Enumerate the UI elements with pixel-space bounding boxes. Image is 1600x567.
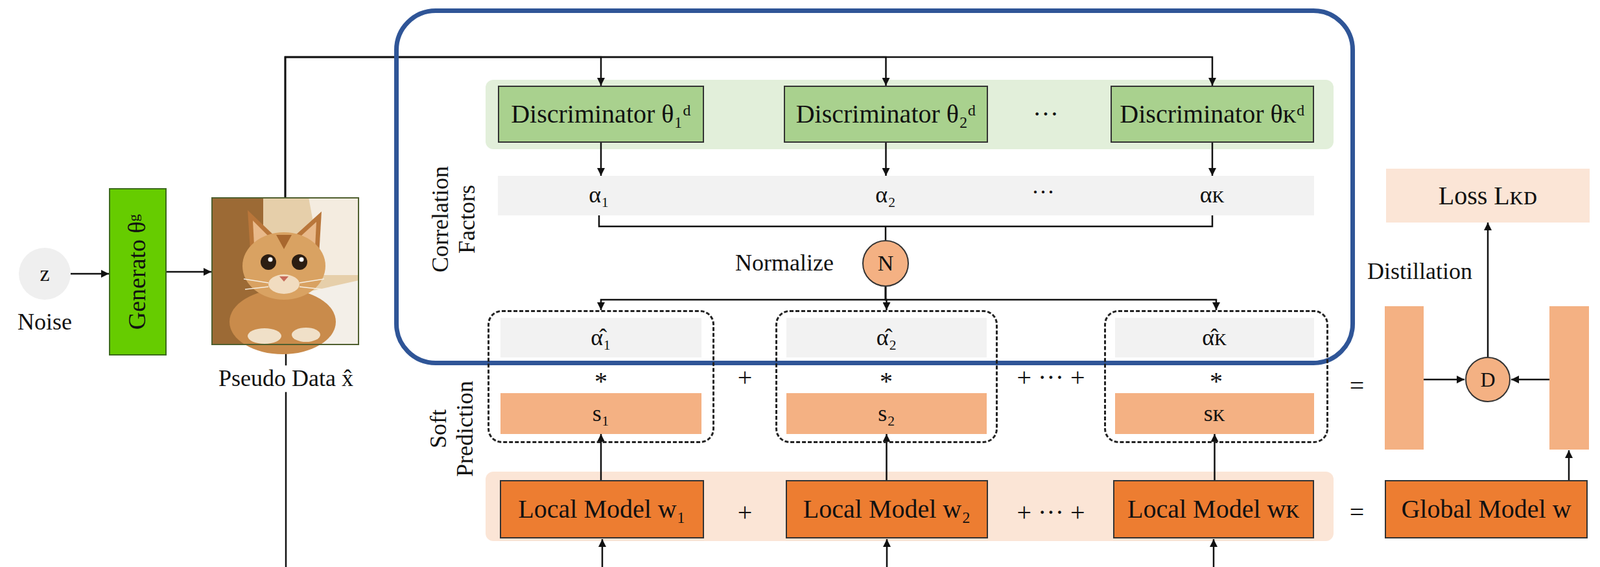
node-text: * [879,366,893,397]
normalized-factor-bar: α̂₂ [786,317,987,358]
node-text: Global Model w [1400,494,1571,524]
connector [1213,433,1216,480]
cat-eye [268,257,273,262]
annotation: Distillation [1367,258,1473,285]
discriminator-box: Discriminator θ₁ᵈ [497,85,705,143]
generator-box: Generato θᵍ [108,188,167,356]
cat-paw [247,328,282,344]
node-text: Local Model wᴋ [1127,494,1300,524]
annotation: = [1349,497,1365,528]
correlation-factor-bar: α₁ α₂ ··· αᴋ [497,175,1315,216]
node-text: D [1480,367,1495,392]
connector [884,142,887,176]
normalize-circle: N [862,239,909,287]
cat-eye [291,254,308,270]
node-text: Pseudo Data x̂ [214,364,358,392]
node-text: * [594,366,608,397]
cat-muzzle [268,274,300,294]
annotation: + ··· + [1016,362,1085,393]
discriminator-box: Discriminator θ₂ᵈ [783,85,989,143]
discriminator-box: Discriminator θᴋᵈ [1110,85,1314,143]
distill-arrow [1423,378,1465,381]
cat-eye [299,257,305,262]
connector [166,270,212,273]
node-text: sᴋ [1203,400,1226,427]
soft-prediction-bar: sᴋ [1115,392,1315,434]
connector [600,433,603,480]
cat-illustration [211,197,360,354]
input-arrow [601,538,604,567]
node-text: Loss Lᴋᴅ [1438,180,1538,211]
node-text: Discriminator θᴋᵈ [1119,99,1305,130]
node-text: α̂ᴋ [1201,324,1227,351]
soft-prediction-bar: s₁ [500,392,702,434]
cat-nose [279,276,289,282]
cat-whiskers [243,278,325,290]
cat-paw [291,327,321,342]
loss-box: Loss Lᴋᴅ [1386,168,1590,223]
normalized-factor-bar: α̂₁ [500,317,702,358]
node-text: αᴋ [1200,181,1225,209]
node-text: α̂₁ [590,324,611,351]
node-text: Discriminator θ₂ᵈ [796,99,977,130]
connector [1211,142,1214,176]
annotation: + [737,362,753,393]
weighted-prediction-group: * α̂ᴋ sᴋ [1104,309,1329,443]
local-model-band [485,471,1334,541]
output-arrow [1568,449,1571,480]
node-text: Local Model w₁ [517,494,686,524]
cat-head [242,232,326,300]
node-text: α₂ [875,181,896,209]
weighted-prediction-group: * α̂₂ s₂ [775,309,998,443]
node-text: Local Model w₂ [803,494,971,524]
cat-eye [260,254,277,270]
distill-circle: D [1465,356,1511,402]
input-arrow [886,538,889,567]
node-text: Correlation Factors [427,144,482,294]
soft-prediction-bar: s₂ [786,392,987,434]
connector [599,215,1213,240]
input-arrow [1212,538,1215,567]
node-text: s₁ [592,400,611,427]
annotation: Soft Prediction [425,370,480,487]
connector [600,286,886,310]
local-model-box: Local Model w₂ [785,479,989,539]
node-text: Discriminator θ₁ᵈ [510,99,692,130]
node-text: * [1209,366,1223,397]
connector [885,286,1217,310]
ensemble-prediction-bar [1384,305,1424,450]
node-text: α₁ [588,181,609,209]
distill-arrow [1511,378,1550,381]
node-text: N [877,250,895,276]
local-model-box: Local Model w₁ [499,479,705,539]
local-model-box: Local Model wᴋ [1113,479,1315,539]
annotation: ··· [1032,99,1059,130]
node-text: Generato θᵍ [123,213,152,330]
normalized-factor-bar: α̂ᴋ [1115,317,1315,358]
annotation: + [737,497,753,528]
global-prediction-bar [1549,305,1589,450]
connector [1487,222,1490,357]
connector [600,142,603,176]
cat-stripe [276,234,292,249]
weighted-prediction-group: * α̂₁ s₁ [487,309,715,443]
discriminator-band [485,79,1334,150]
node-text: z [39,260,50,286]
connector [885,433,888,480]
annotation: Normalize [735,249,834,277]
pseudo-data-image: Pseudo Data x̂ [211,197,360,345]
connector [70,272,109,275]
annotation: + ··· + [1016,497,1085,528]
node-text: ··· [1031,178,1055,206]
node-text: s₂ [877,400,896,427]
global-model-box: Global Model w [1384,479,1588,539]
noise-circle: zNoise [18,247,71,300]
node-text: α̂₂ [876,324,897,351]
node-text: Noise [17,308,72,336]
annotation: = [1349,370,1365,401]
